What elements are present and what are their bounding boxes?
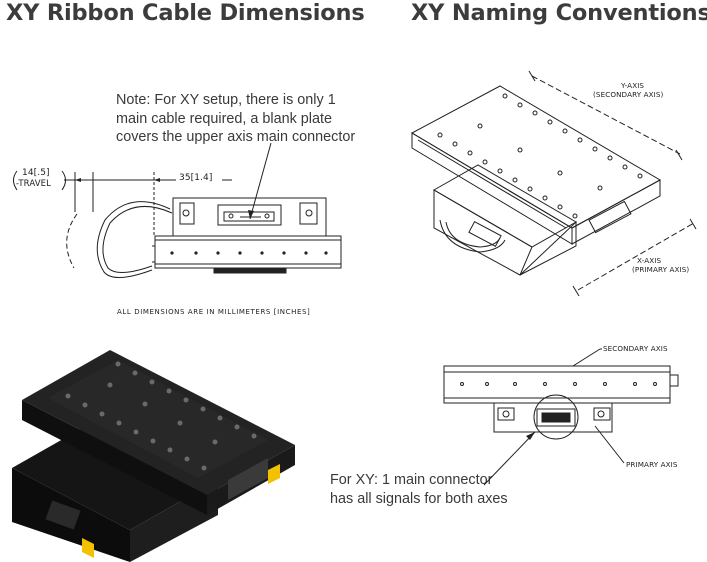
note-line: Note: For XY setup, there is only 1 xyxy=(116,92,336,108)
note-line: covers the upper axis main connector xyxy=(116,129,356,146)
note-line: For XY: 1 main connector xyxy=(330,472,493,488)
y-axis-label: Y-AXIS xyxy=(621,81,645,90)
x-axis-label: X-AXIS xyxy=(637,256,662,265)
note-line: main cable required, a blank plate xyxy=(116,110,332,127)
connector-note: For XY: 1 main connector has all signals… xyxy=(330,471,508,508)
cable-dimension-drawing xyxy=(13,142,342,278)
x-axis-sublabel: (PRIMARY AXIS) xyxy=(632,265,690,274)
xy-stage-photo xyxy=(12,350,295,562)
travel-label: -TRAVEL xyxy=(16,179,51,189)
isometric-naming-drawing xyxy=(410,70,697,297)
y-axis-sublabel: (SECONDARY AXIS) xyxy=(593,90,664,99)
note-line: has all signals for both axes xyxy=(330,490,508,507)
units-note: ALL DIMENSIONS ARE IN MILLIMETERS [INCHE… xyxy=(117,308,311,316)
single-cable-note: Note: For XY setup, there is only 1 main… xyxy=(116,91,355,147)
xy-naming-conventions-title: XY Naming Conventions xyxy=(411,0,707,26)
travel-value: 14[.5] xyxy=(22,168,50,178)
primary-axis-label: PRIMARY AXIS xyxy=(626,460,678,469)
xy-ribbon-cable-dimensions-title: XY Ribbon Cable Dimensions xyxy=(6,0,365,26)
secondary-axis-label: SECONDARY AXIS xyxy=(603,344,668,353)
base-holes xyxy=(170,251,328,255)
offset-dimension: 35[1.4] xyxy=(179,173,213,183)
front-view-drawing xyxy=(443,348,679,486)
